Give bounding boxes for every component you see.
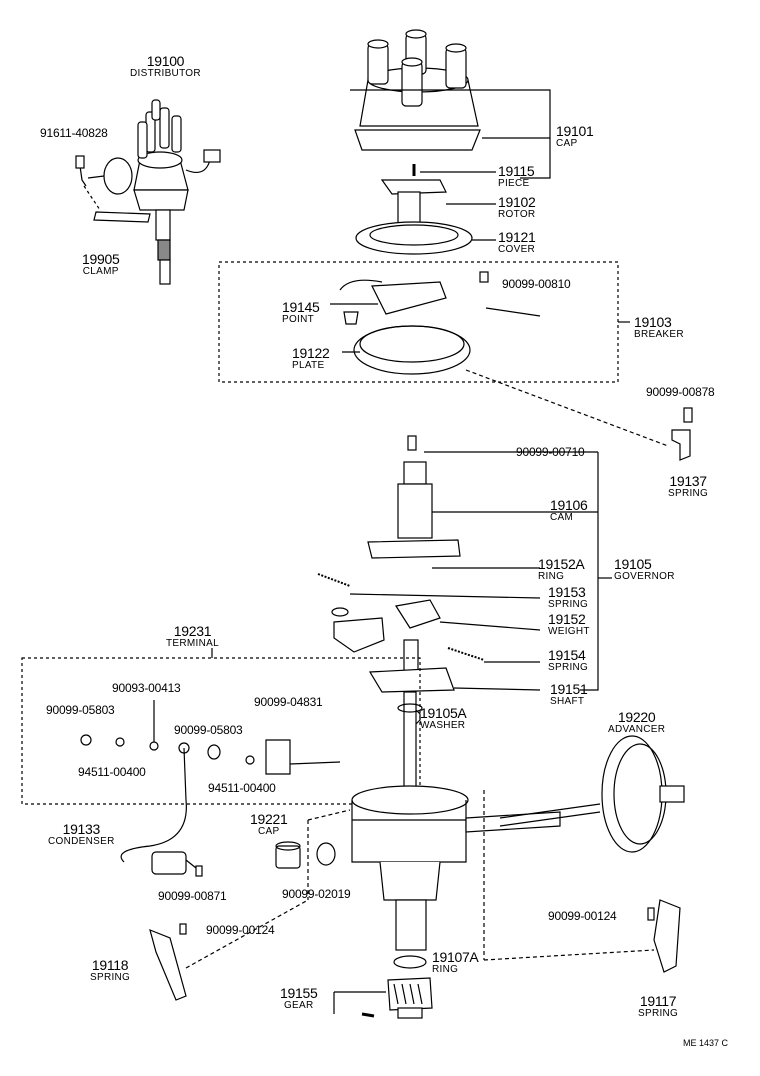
- code-90099-05803-b: 90099-05803: [174, 723, 243, 737]
- code-90099-00124-a: 90099-00124: [206, 923, 275, 937]
- cam-drawing: [367, 435, 598, 559]
- code-94511-00400-a: 94511-00400: [78, 765, 146, 779]
- seal-drawing: [316, 842, 336, 866]
- gear-drawing: [387, 977, 433, 1019]
- code-90099-04831: 90099-04831: [254, 695, 323, 709]
- code-91611-40828: 91611-40828: [40, 126, 108, 140]
- cover-drawing: [355, 221, 496, 255]
- code-90099-00878: 90099-00878: [646, 385, 715, 399]
- advancer-drawing: [499, 735, 685, 853]
- housing-drawing: [351, 785, 561, 951]
- distributor-assembly-drawing: [75, 99, 221, 285]
- code-90099-00710: 90099-00710: [516, 445, 585, 459]
- code-90099-00124-b: 90099-00124: [548, 909, 617, 923]
- breaker-drawing: [330, 271, 541, 375]
- spring-19137-drawing: [671, 407, 693, 461]
- spring-19118-drawing: [149, 899, 309, 1001]
- code-94511-00400-b: 94511-00400: [208, 781, 276, 795]
- code-90093-00413: 90093-00413: [112, 681, 181, 695]
- terminal-parts-drawing: [80, 700, 341, 801]
- ring-19107a-drawing: [393, 955, 427, 969]
- code-90099-02019: 90099-02019: [282, 887, 351, 901]
- shaft-drawing: [368, 639, 541, 793]
- code-90099-00810: 90099-00810: [502, 277, 571, 291]
- reference-code: ME 1437 C: [683, 1038, 729, 1048]
- condenser-drawing: [120, 799, 203, 877]
- rotor-drawing: [380, 179, 496, 225]
- spring-19117-drawing: [483, 899, 681, 973]
- code-90099-05803-a: 90099-05803: [46, 703, 115, 717]
- cap-drawing: [350, 29, 551, 179]
- code-90099-00871: 90099-00871: [158, 889, 227, 903]
- terminal-group-frame: [21, 657, 421, 805]
- weight-drawing: [331, 599, 441, 653]
- cap-19221-drawing: [275, 841, 301, 869]
